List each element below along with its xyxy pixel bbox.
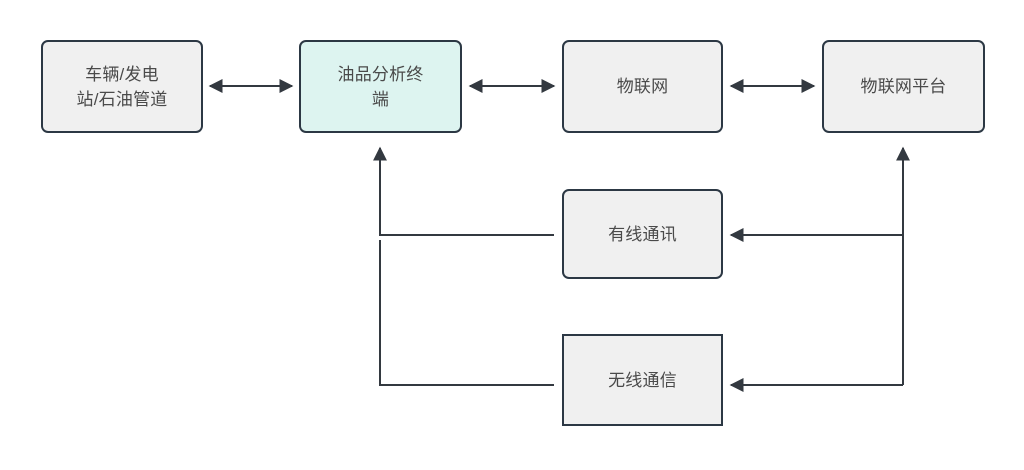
node-label: 有线通讯 (608, 224, 677, 244)
node-wireless-communication[interactable]: 无线通信 (562, 334, 723, 426)
node-label: 油品分析终 端 (337, 64, 424, 109)
node-label: 物联网平台 (860, 77, 947, 96)
node-wired-communication[interactable]: 有线通讯 (562, 189, 723, 279)
node-label: 物联网 (616, 77, 669, 96)
edge-wired-terminal (373, 146, 554, 236)
node-iot[interactable]: 物联网 (562, 40, 723, 133)
node-label: 车辆/发电 站/石油管道 (76, 64, 168, 109)
node-iot-platform[interactable]: 物联网平台 (822, 40, 985, 133)
node-vehicle-powerplant-pipeline[interactable]: 车辆/发电 站/石油管道 (41, 40, 203, 133)
edge-wireless-terminal (379, 240, 554, 386)
node-oil-analysis-terminal[interactable]: 油品分析终 端 (299, 40, 462, 133)
node-label: 无线通信 (608, 370, 677, 390)
